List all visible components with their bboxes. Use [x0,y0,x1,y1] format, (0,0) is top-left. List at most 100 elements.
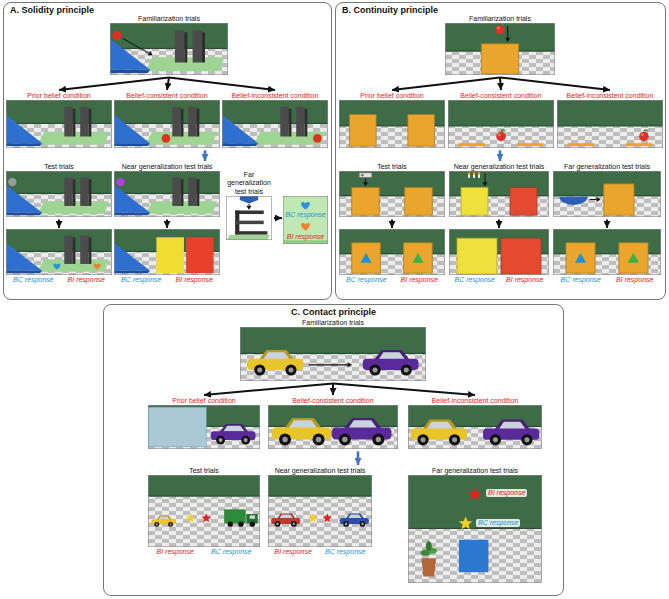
shelf [235,211,264,215]
scene-illustration [226,196,272,240]
image-frame [114,229,219,274]
wheel-hub [293,523,296,526]
wall-edge [114,193,220,194]
image-frame [222,101,327,148]
wheel-hub [345,523,348,526]
car-wheel [275,521,281,527]
scene-image [114,171,220,217]
car-window [289,421,318,429]
ramp [114,185,150,213]
scene-image-box: Test trials [339,162,445,217]
scene-illustration [6,171,112,217]
barrier [64,107,72,137]
response-label: BI response [401,275,438,285]
wheel-hub [452,438,457,443]
back-wall [448,100,554,126]
star-marker [186,514,196,523]
scene-image-box: Belief-consistent condition [268,396,398,449]
wheel-hub [156,524,158,526]
ramp [222,115,258,144]
image-frame [240,328,425,381]
motion-arrowhead [597,197,601,202]
response-row: BC responseBI response [339,275,445,285]
ramp [110,39,150,70]
scene-image-box: Belief-consistent condition [114,91,220,148]
heart-marker [94,263,101,269]
scene-illustration [268,475,372,547]
occluder-screen [352,188,380,216]
candle [468,175,470,179]
car-wheel [521,435,532,446]
image-frame [268,406,397,449]
ball [116,178,124,186]
image-frame [448,101,553,148]
image-frame [339,229,444,274]
floor [408,427,542,449]
scene-illustration [110,23,228,75]
scene-label: Near generalization test trials [114,162,220,171]
scene-illustration [449,229,549,275]
scene-image-box: Test trials [6,162,112,217]
wheel-hub [376,437,381,442]
scene-illustration [6,100,112,148]
flow-arrow [392,77,500,90]
barrier-side [181,180,184,207]
image-frame [110,24,227,75]
barrier-side [73,180,76,207]
apple [639,132,649,142]
flow-arrow [499,150,502,161]
car-cabin [374,350,410,360]
wheel-hub [421,438,426,443]
apple [495,25,504,34]
scene-illustration [114,229,220,275]
barrier [64,178,72,207]
barrier [80,235,88,264]
scene-image [148,475,260,547]
flow-arrow [357,451,360,465]
background [226,196,272,240]
image-frame [408,406,541,449]
wheel-hub [404,368,409,373]
motion-arrow [249,204,250,206]
star-marker [323,514,333,523]
occluder-screen [566,243,595,273]
base [227,235,270,240]
image-frame [148,476,259,547]
wheel-hub [524,438,529,443]
car-wheel [343,521,349,527]
scene-image-box: Familiarization trials [110,14,228,75]
barrier-side [202,33,205,63]
motion-arrowhead [363,183,368,187]
car-wheel [401,365,412,376]
back-wall [114,100,220,124]
scene-illustration [339,229,445,275]
image-frame [339,101,444,148]
scene-image-box: Prior belief condition [6,91,112,148]
occluder-screen [501,238,541,274]
response-label: BC response [455,275,495,285]
car-cabin [156,516,172,520]
lowered-screen [626,144,653,147]
wheel-hub [493,438,498,443]
triangle-marker [575,253,586,263]
wheel-hub [282,437,287,442]
motion-arrow [365,179,366,183]
car-window [426,422,453,429]
image-frame [408,476,541,583]
ramp-side [222,144,258,147]
scene-image [6,100,112,148]
scene-label: Test trials [339,162,445,171]
heart-marker [301,202,310,209]
car-wheel [241,436,250,445]
car-wheel [360,521,366,527]
scene-illustration [553,229,661,275]
scene-image-box: Near generalization test trialsBI respon… [268,466,372,557]
back-wall [268,405,398,427]
car-wheel [339,434,351,446]
car-window [348,421,377,429]
wheel-hub [219,438,223,442]
scene-illustration [148,405,260,449]
occluder-screen [619,243,648,273]
scene-illustration [114,171,220,217]
scene-illustration [449,171,549,217]
